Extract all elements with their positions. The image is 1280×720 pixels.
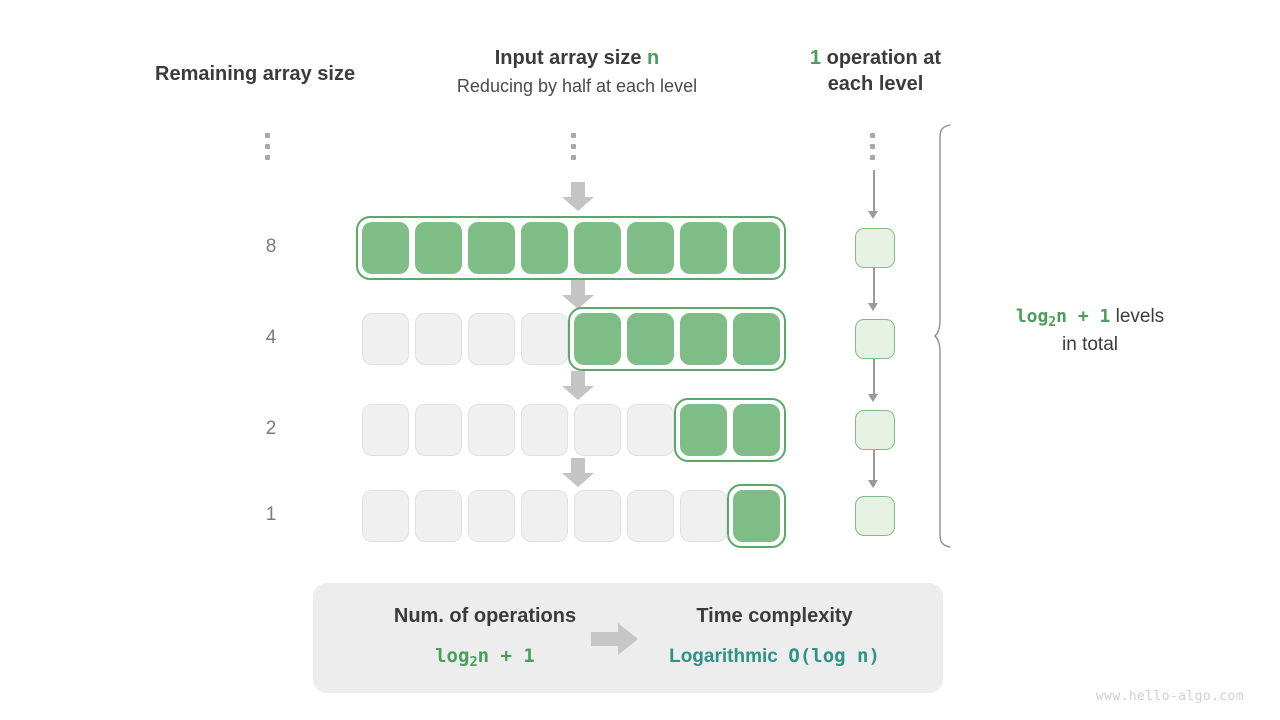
summary-arrow-icon: [591, 622, 639, 656]
header-operations-rest: operation at: [821, 47, 942, 69]
levels-total-line1: log2n + 1 levels: [975, 303, 1205, 331]
array-cell-inactive: [415, 313, 462, 365]
array-row-1: [362, 313, 780, 365]
array-cell-active: [733, 490, 780, 542]
array-cell-inactive: [680, 490, 727, 542]
array-cell-active: [415, 222, 462, 274]
array-cell-active: [680, 222, 727, 274]
array-cell-inactive: [521, 404, 568, 456]
summary-operations-title: Num. of operations: [393, 605, 577, 627]
array-cell-inactive: [362, 490, 409, 542]
array-cell-inactive: [627, 490, 674, 542]
op-connector-line-2: [873, 359, 875, 399]
row-label-0: 8: [265, 236, 277, 257]
array-cell-inactive: [521, 490, 568, 542]
array-cell-inactive: [468, 490, 515, 542]
header-operations-count: 1: [809, 47, 822, 69]
op-connector-line-1: [873, 268, 875, 308]
array-row-3: [362, 490, 780, 542]
array-cell-active: [680, 313, 727, 365]
levels-text-inline: levels: [1110, 306, 1165, 327]
row-label-2: 2: [265, 418, 277, 439]
array-cell-inactive: [415, 490, 462, 542]
op-connector-line-0: [873, 170, 875, 214]
watermark: www.hello-algo.com: [1095, 689, 1244, 704]
down-arrow-3: [561, 458, 595, 488]
op-connector-line-3: [873, 450, 875, 486]
array-row-2: [362, 404, 780, 456]
down-arrow-2: [561, 371, 595, 401]
array-cell-inactive: [574, 490, 621, 542]
op-connector-arrowhead-0: [868, 211, 878, 219]
header-operations-line1: 1 operation at: [788, 46, 963, 72]
row-label-1: 4: [265, 327, 277, 348]
op-connector-arrowhead-2: [868, 394, 878, 402]
summary-operations-column: Num. of operations log2n + 1: [350, 605, 620, 670]
header-input-array-size-prefix: Input array size: [494, 47, 648, 69]
levels-brace: [934, 124, 964, 553]
array-cell-inactive: [468, 404, 515, 456]
array-cell-inactive: [362, 313, 409, 365]
header-input-array-size-subtitle: Reducing by half at each level: [456, 75, 698, 96]
ellipsis-dots-labels: [265, 133, 270, 160]
down-arrow-1: [561, 280, 595, 310]
op-connector-arrowhead-3: [868, 480, 878, 488]
operation-box-1: [855, 319, 895, 359]
levels-total-line2: in total: [1062, 333, 1118, 355]
ellipsis-dots-operations: [870, 133, 875, 160]
array-cell-active: [733, 404, 780, 456]
header-input-array-size-var: n: [647, 47, 660, 69]
array-cell-active: [627, 222, 674, 274]
summary-panel: Num. of operations log2n + 1 Time comple…: [313, 583, 943, 693]
summary-operations-value: log2n + 1: [435, 645, 535, 670]
array-cell-active: [627, 313, 674, 365]
array-cell-inactive: [574, 404, 621, 456]
summary-complexity-word: Logarithmic: [669, 646, 778, 667]
row-label-3: 1: [265, 504, 277, 525]
down-arrow-0: [561, 182, 595, 212]
operation-box-0: [855, 228, 895, 268]
array-cell-inactive: [627, 404, 674, 456]
header-operations: 1 operation at each level: [788, 46, 963, 97]
array-cell-active: [733, 222, 780, 274]
array-cell-inactive: [468, 313, 515, 365]
levels-formula: log2n + 1: [1015, 306, 1111, 330]
levels-total-note: log2n + 1 levels in total: [975, 303, 1205, 358]
operation-box-2: [855, 410, 895, 450]
summary-complexity-title: Time complexity: [696, 605, 853, 627]
header-operations-line2: each level: [827, 72, 924, 95]
array-cell-active: [521, 222, 568, 274]
array-cell-active: [468, 222, 515, 274]
header-input-array-size: Input array size n Reducing by half at e…: [412, 46, 742, 98]
summary-complexity-bigo: O(log n): [788, 645, 880, 667]
array-cell-inactive: [521, 313, 568, 365]
array-cell-active: [362, 222, 409, 274]
array-cell-active: [574, 222, 621, 274]
summary-complexity-value: Logarithmic O(log n): [633, 645, 916, 668]
ellipsis-dots-array: [571, 133, 576, 160]
header-remaining-array-size-label: Remaining array size: [155, 63, 356, 85]
array-cell-active: [574, 313, 621, 365]
array-row-0: [362, 222, 780, 274]
array-cell-active: [680, 404, 727, 456]
array-cell-inactive: [362, 404, 409, 456]
array-cell-active: [733, 313, 780, 365]
operation-box-3: [855, 496, 895, 536]
op-connector-arrowhead-1: [868, 303, 878, 311]
header-remaining-array-size: Remaining array size: [155, 62, 387, 88]
summary-complexity-column: Time complexity Logarithmic O(log n): [633, 605, 916, 668]
header-input-array-size-title: Input array size n: [412, 46, 742, 72]
array-cell-inactive: [415, 404, 462, 456]
